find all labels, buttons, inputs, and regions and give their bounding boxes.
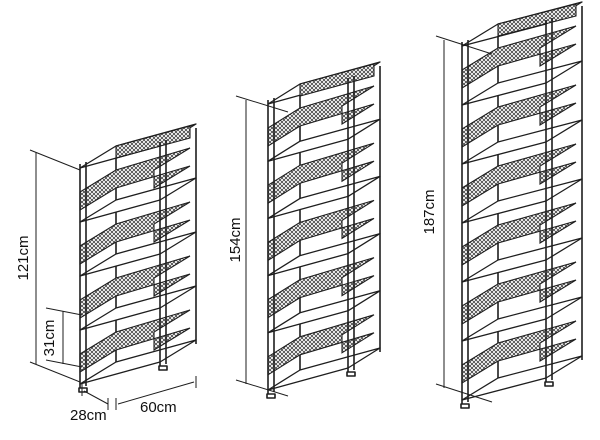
- shelf-board: [267, 118, 381, 162]
- foot: [78, 387, 88, 393]
- foot: [266, 393, 276, 399]
- mesh-panel: [461, 143, 577, 207]
- width-label-60: 60cm: [140, 399, 177, 416]
- foot: [544, 381, 554, 387]
- mesh-panel: [79, 201, 191, 265]
- foot: [346, 371, 356, 377]
- height-label-154: 154cm: [227, 217, 244, 262]
- mesh-panel: [461, 25, 577, 89]
- sub-height-dimension-31: 31cm: [41, 307, 83, 368]
- top-mesh-rail: [299, 63, 375, 97]
- height-label-121: 121cm: [15, 235, 32, 280]
- width-dimension-60: 60cm: [115, 376, 197, 416]
- foot: [158, 365, 168, 371]
- height-label-187: 187cm: [421, 189, 438, 234]
- mesh-panel: [79, 309, 191, 373]
- shelf-board: [267, 347, 381, 391]
- shelf-unit-121: [78, 123, 197, 393]
- mesh-panel: [461, 261, 577, 325]
- height-dimension-121: 121cm: [15, 149, 81, 383]
- height-dimension-187: 187cm: [421, 35, 493, 403]
- mesh-panel: [79, 147, 191, 211]
- mesh-panel: [461, 202, 577, 266]
- depth-label-28: 28cm: [70, 407, 107, 424]
- sub-height-label-31: 31cm: [41, 320, 58, 357]
- depth-dimension-28: 28cm: [70, 384, 109, 424]
- mesh-panel: [461, 320, 577, 384]
- mesh-panel: [461, 84, 577, 148]
- shelf-board: [79, 339, 197, 385]
- top-mesh-rail: [497, 3, 577, 37]
- shelf-board: [267, 290, 381, 334]
- mesh-panel: [79, 255, 191, 319]
- shelf-board: [79, 285, 197, 331]
- foot: [460, 403, 470, 409]
- shelf-board: [79, 177, 197, 223]
- top-mesh-rail: [115, 125, 191, 159]
- shelf-unit-187: [460, 1, 583, 409]
- shelf-board: [267, 175, 381, 220]
- shelf-board: [79, 231, 197, 277]
- shelf-unit-154: [266, 61, 381, 399]
- height-dimension-154: 154cm: [227, 95, 289, 397]
- shelf-board: [267, 232, 381, 277]
